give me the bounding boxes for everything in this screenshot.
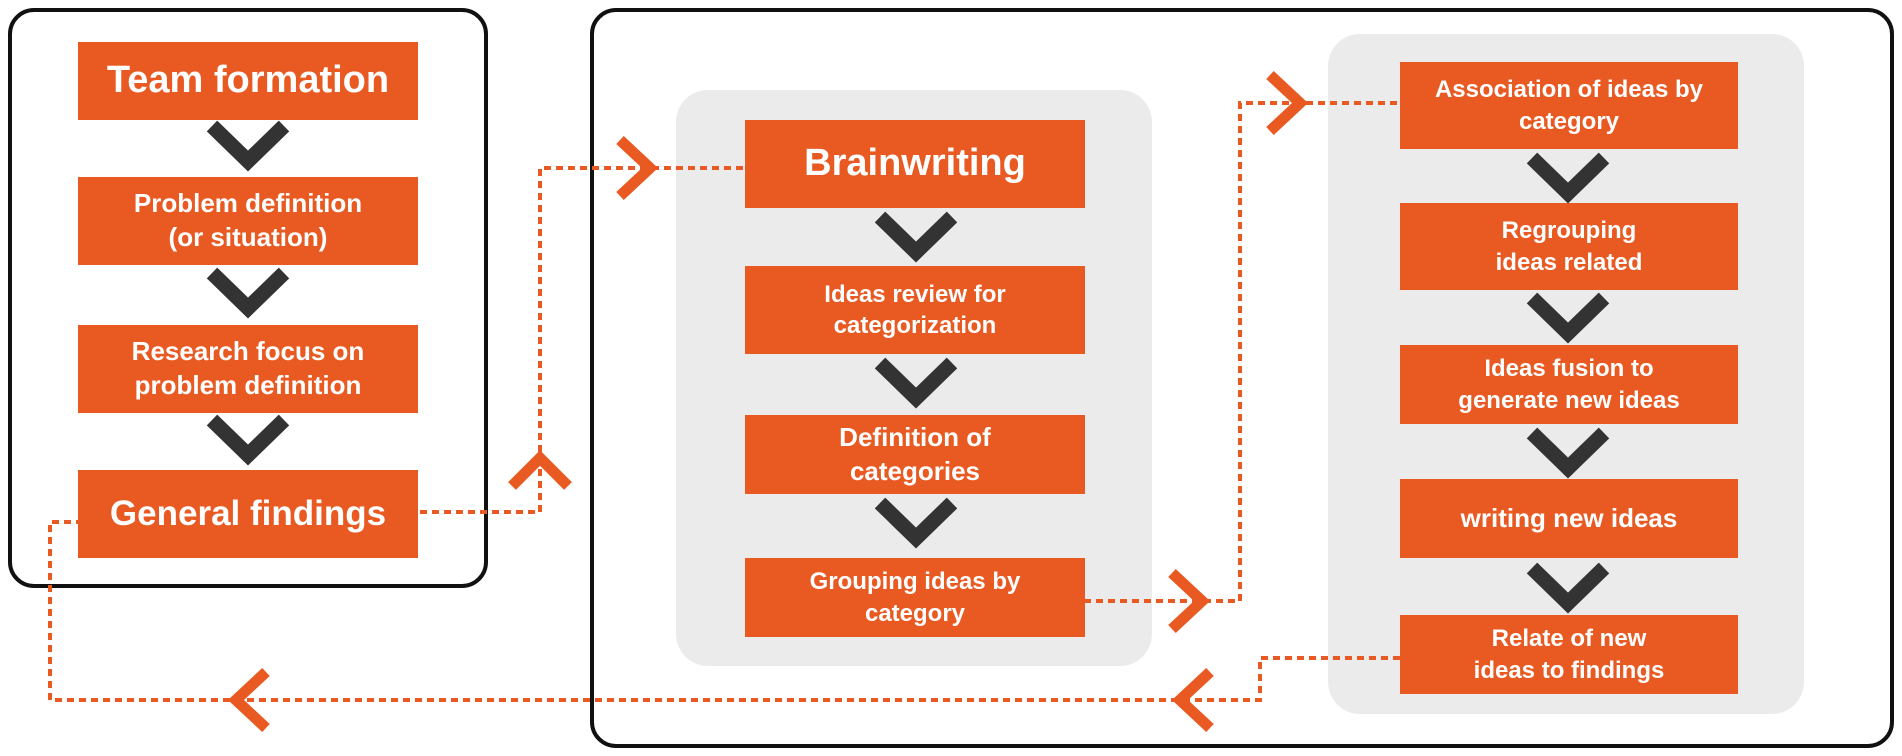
chevron-down-icon [1526, 292, 1610, 344]
chevron-down-icon [206, 267, 290, 319]
chevron-right-icon [1168, 568, 1211, 634]
chevron-down-icon [874, 357, 958, 409]
chevron-down-icon [874, 211, 958, 263]
step-regrouping-ideas: Regrouping ideas related [1400, 203, 1738, 290]
step-ideas-fusion: Ideas fusion to generate new ideas [1400, 345, 1738, 424]
step-grouping-ideas: Grouping ideas by category [745, 558, 1085, 637]
step-writing-new-ideas: writing new ideas [1400, 479, 1738, 558]
chevron-down-icon [1526, 562, 1610, 614]
left-stage-frame [8, 8, 488, 588]
step-definition-of-categories: Definition of categories [745, 415, 1085, 494]
step-general-findings: General findings [78, 470, 418, 558]
chevron-right-icon [1266, 70, 1309, 136]
right-stage-frame [590, 8, 1894, 748]
flow-connector-grouping-to-association [1084, 101, 1400, 603]
flow-connector-relate-to-findings [48, 520, 1400, 702]
chevron-right-icon [616, 135, 659, 201]
step-ideas-review: Ideas review for categorization [745, 266, 1085, 354]
step-research-focus: Research focus on problem definition [78, 325, 418, 413]
chevron-up-icon [508, 450, 572, 490]
chevron-down-icon [206, 120, 290, 172]
step-association-of-ideas: Association of ideas by category [1400, 62, 1738, 149]
step-brainwriting: Brainwriting [745, 120, 1085, 208]
chevron-down-icon [1526, 152, 1610, 204]
step-team-formation: Team formation [78, 42, 418, 120]
chevron-down-icon [874, 497, 958, 549]
chevron-down-icon [1526, 427, 1610, 479]
chevron-left-icon [1171, 667, 1214, 733]
flow-connector-findings-to-brainwriting [420, 166, 745, 514]
chevron-left-icon [227, 667, 270, 733]
step-problem-definition: Problem definition (or situation) [78, 177, 418, 265]
chevron-down-icon [206, 414, 290, 466]
step-relate-new-ideas: Relate of new ideas to findings [1400, 615, 1738, 694]
